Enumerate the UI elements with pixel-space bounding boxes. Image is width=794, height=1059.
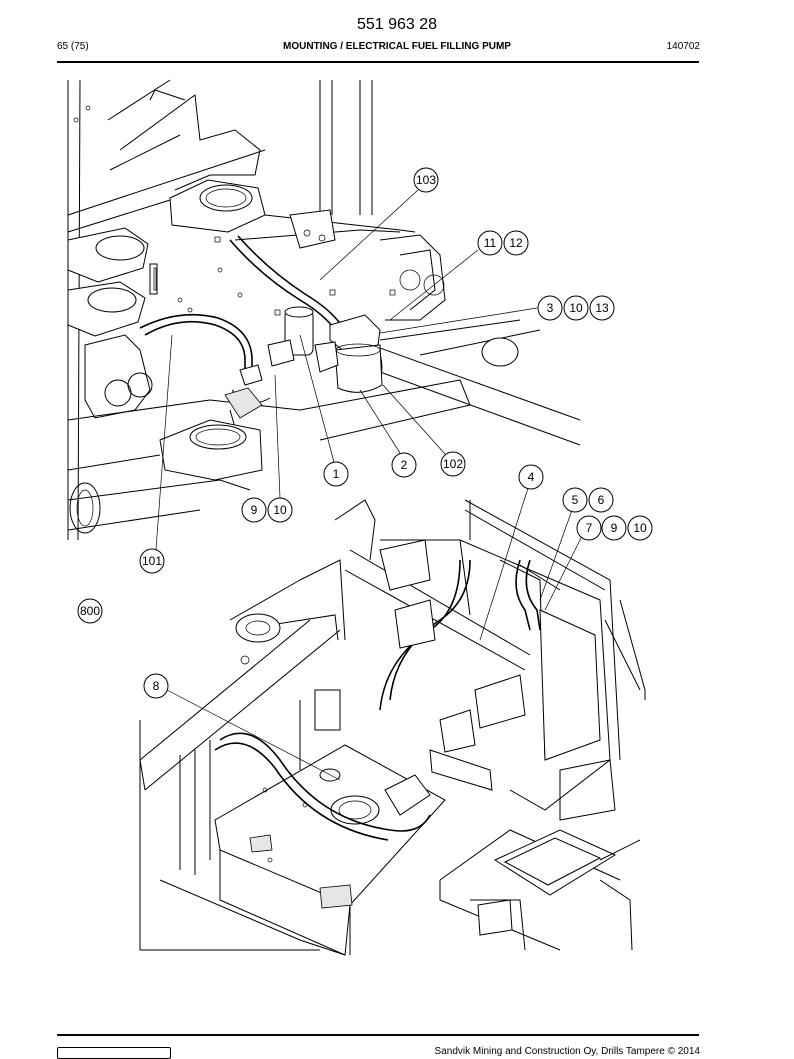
svg-text:12: 12 xyxy=(509,236,523,250)
callout-balloon-9: 9 xyxy=(601,515,627,541)
callout-balloon-8: 8 xyxy=(143,673,169,699)
svg-text:3: 3 xyxy=(547,301,554,315)
callout-balloon-800: 800 xyxy=(77,598,103,624)
callout-balloon-10: 10 xyxy=(563,295,589,321)
callout-balloon-3: 3 xyxy=(537,295,563,321)
callout-balloon-2: 2 xyxy=(391,452,417,478)
svg-text:102: 102 xyxy=(443,457,463,471)
callout-balloon-102: 102 xyxy=(440,451,466,477)
page-number: 65 (75) xyxy=(57,41,89,52)
svg-text:11: 11 xyxy=(484,236,497,250)
footer-copyright: Sandvik Mining and Construction Oy, Dril… xyxy=(434,1046,700,1057)
callout-balloon-6: 6 xyxy=(588,487,614,513)
svg-text:8: 8 xyxy=(153,679,160,693)
callout-balloon-4: 4 xyxy=(518,464,544,490)
svg-text:6: 6 xyxy=(598,493,605,507)
page-title: MOUNTING / ELECTRICAL FUEL FILLING PUMP xyxy=(283,41,511,52)
callout-balloon-11: 11 xyxy=(477,230,503,256)
callout-balloon-7: 7 xyxy=(576,515,602,541)
callout-balloon-101: 101 xyxy=(139,548,165,574)
callout-balloon-9: 9 xyxy=(241,497,267,523)
svg-text:9: 9 xyxy=(251,503,258,517)
header-rule xyxy=(57,61,699,63)
callout-balloon-10: 10 xyxy=(267,497,293,523)
callout-balloon-103: 103 xyxy=(413,167,439,193)
svg-text:2: 2 xyxy=(401,458,408,472)
svg-text:10: 10 xyxy=(273,503,287,517)
company-logo xyxy=(57,1047,171,1059)
footer-rule xyxy=(57,1034,699,1036)
svg-text:13: 13 xyxy=(595,301,609,315)
svg-text:103: 103 xyxy=(416,173,436,187)
svg-text:1: 1 xyxy=(333,467,340,481)
svg-text:10: 10 xyxy=(569,301,583,315)
leader-lines xyxy=(155,189,586,781)
callout-balloon-10: 10 xyxy=(627,515,653,541)
svg-text:4: 4 xyxy=(528,470,535,484)
upper-frame-drawing xyxy=(67,79,581,541)
document-code: 140702 xyxy=(666,41,700,52)
svg-text:9: 9 xyxy=(611,521,618,535)
callout-balloon-13: 13 xyxy=(589,295,615,321)
svg-text:7: 7 xyxy=(586,521,593,535)
svg-text:101: 101 xyxy=(142,554,162,568)
document-number: 551 963 28 xyxy=(356,16,438,33)
lower-frame-drawing xyxy=(139,499,646,956)
svg-text:800: 800 xyxy=(80,604,100,618)
callout-balloon-12: 12 xyxy=(503,230,529,256)
svg-text:10: 10 xyxy=(633,521,647,535)
svg-text:5: 5 xyxy=(572,493,579,507)
callout-balloon-5: 5 xyxy=(562,487,588,513)
callout-balloon-1: 1 xyxy=(323,461,349,487)
